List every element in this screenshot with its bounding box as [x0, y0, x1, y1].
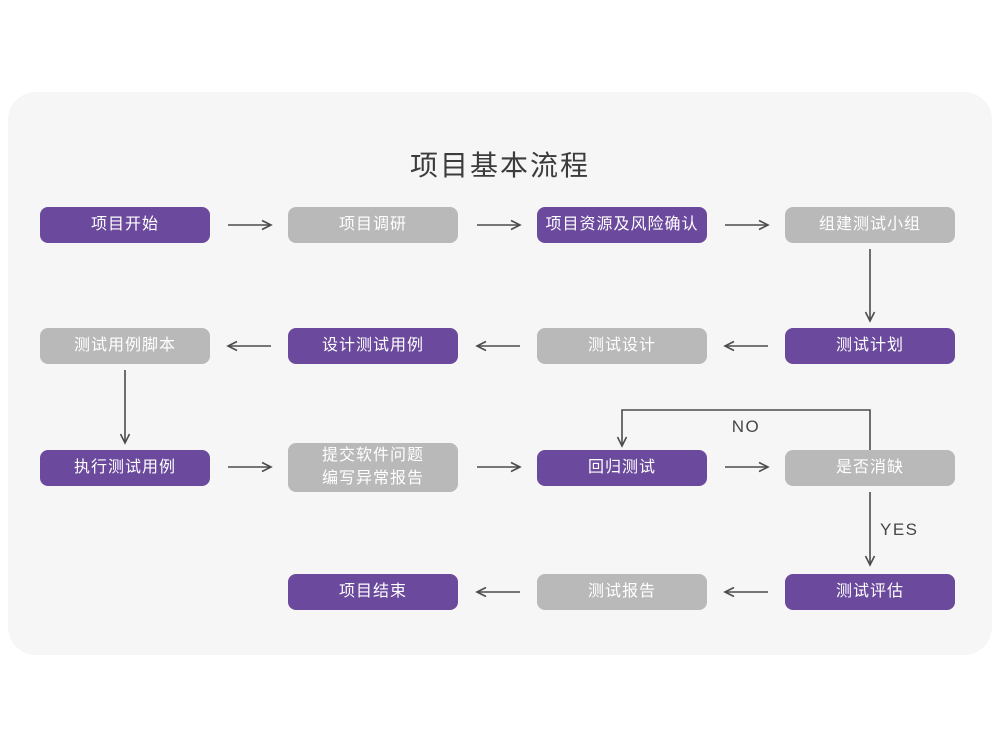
node-label: 设计测试用例 [321, 336, 424, 354]
node-label: 测试设计 [587, 336, 656, 354]
node-label: 回归测试 [587, 458, 656, 476]
node-execute-test-cases: 执行测试用例 [40, 450, 210, 486]
node-resource-risk-confirm: 项目资源及风险确认 [537, 207, 707, 243]
node-label: 是否消缺 [835, 458, 904, 476]
flowchart-card [8, 92, 992, 655]
node-test-evaluation: 测试评估 [785, 574, 955, 610]
node-test-case-script: 测试用例脚本 [40, 328, 210, 364]
node-label: 项目结束 [338, 582, 407, 600]
edge-label-no: NO [731, 417, 761, 436]
edge-label-yes: YES [880, 520, 919, 539]
node-project-end: 项目结束 [288, 574, 458, 610]
node-label-line2: 编写异常报告 [321, 469, 424, 487]
node-test-report: 测试报告 [537, 574, 707, 610]
node-form-test-team: 组建测试小组 [785, 207, 955, 243]
node-submit-issues: 提交软件问题 编写异常报告 [288, 443, 458, 492]
node-project-start: 项目开始 [40, 207, 210, 243]
node-label: 项目开始 [90, 215, 159, 233]
node-label: 项目调研 [338, 215, 407, 233]
node-label: 测试计划 [835, 336, 904, 354]
page-title: 项目基本流程 [409, 150, 590, 181]
node-label: 项目资源及风险确认 [545, 215, 699, 233]
node-test-plan: 测试计划 [785, 328, 955, 364]
node-label: 测试用例脚本 [73, 336, 176, 354]
node-label: 执行测试用例 [73, 458, 176, 476]
node-label: 组建测试小组 [818, 215, 921, 233]
node-label: 测试报告 [587, 582, 656, 600]
node-design-test-cases: 设计测试用例 [288, 328, 458, 364]
node-label: 测试评估 [835, 582, 904, 600]
node-project-research: 项目调研 [288, 207, 458, 243]
node-test-design: 测试设计 [537, 328, 707, 364]
node-defect-cleared: 是否消缺 [785, 450, 955, 486]
node-label-line1: 提交软件问题 [321, 447, 424, 465]
node-regression-test: 回归测试 [537, 450, 707, 486]
